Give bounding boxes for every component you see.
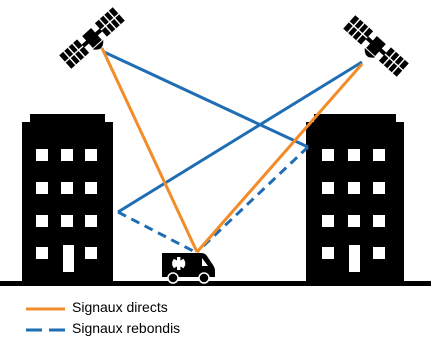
rebound-incoming-left xyxy=(117,60,363,214)
rebound-incoming-right xyxy=(103,50,309,149)
right-building-icon xyxy=(306,114,404,281)
rebound-reflected-right xyxy=(195,145,310,254)
ambulance-icon xyxy=(162,253,215,284)
rebound-signals xyxy=(103,50,363,254)
direct-signal-left xyxy=(100,47,199,253)
direct-signal-right xyxy=(195,63,364,253)
rebound-reflected-left xyxy=(117,210,196,254)
right-satellite-icon xyxy=(343,15,409,77)
left-building-icon xyxy=(22,114,113,281)
direct-signals xyxy=(100,47,364,253)
left-satellite-icon xyxy=(59,7,125,69)
legend-direct-label: Signaux directs xyxy=(72,299,168,315)
legend-rebound-label: Signaux rebondis xyxy=(72,320,181,336)
ground-line xyxy=(0,281,431,286)
